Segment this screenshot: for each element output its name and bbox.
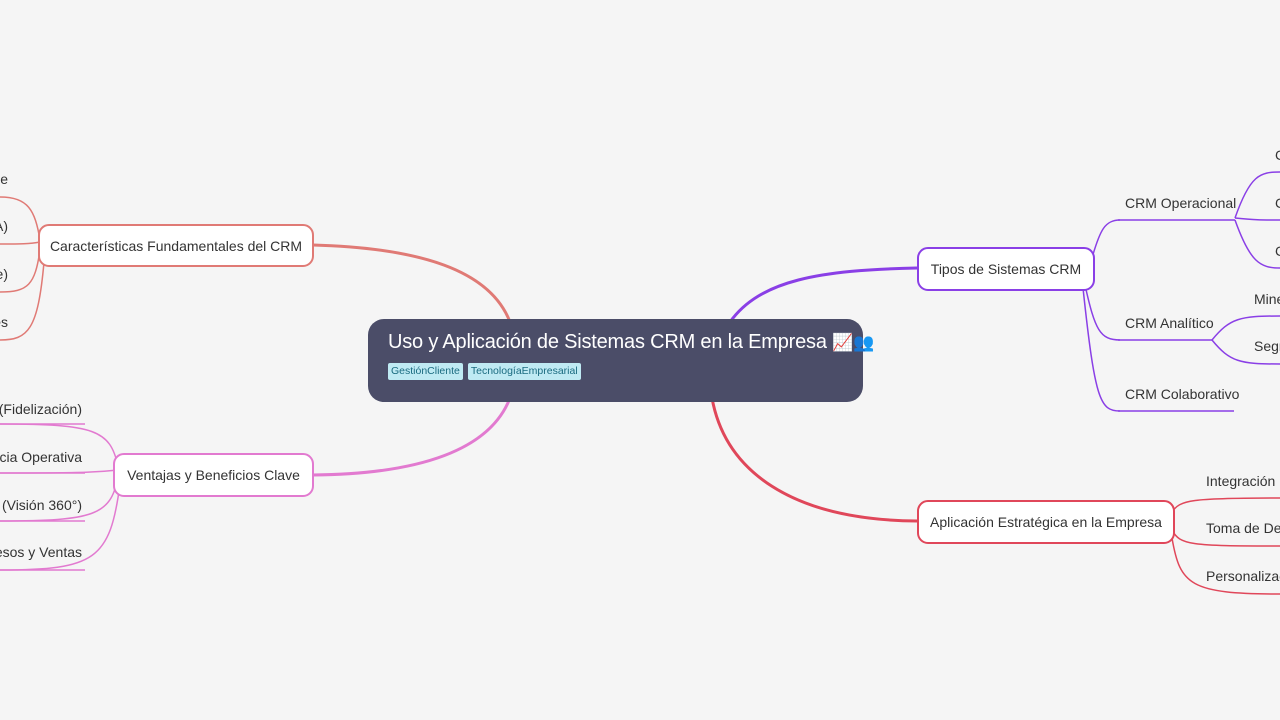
leaf-ventajas-1[interactable]: (Fidelización) — [0, 401, 82, 417]
leaf-aplicacion-2[interactable]: Toma de Dec — [1206, 520, 1280, 536]
chart-people-emoji-icon: 📈👥 — [832, 333, 875, 352]
node-ventajas-beneficios[interactable]: Ventajas y Beneficios Clave — [113, 453, 314, 497]
leaf-operacional-2[interactable]: C — [1275, 194, 1280, 212]
link-tip-operacional — [1091, 219, 1121, 259]
link-tip-analitico — [1084, 284, 1121, 341]
leaf-analitico-1[interactable]: Mine — [1254, 291, 1280, 307]
tag-tecnologiaempresarial[interactable]: TecnologíaEmpresarial — [467, 363, 581, 380]
leaf-ventajas-4[interactable]: resos y Ventas — [0, 544, 82, 560]
tag-list: GestiónCliente TecnologíaEmpresarial — [388, 363, 843, 380]
link-root-aplicacion — [710, 397, 918, 523]
link-op-1 — [1234, 171, 1280, 219]
link-op-2 — [1234, 217, 1280, 221]
link-an-1 — [1211, 315, 1280, 341]
leaf-caracteristicas-4[interactable]: es — [0, 314, 8, 330]
leaf-ventajas-3[interactable]: e (Visión 360°) — [0, 497, 82, 513]
link-op-3 — [1234, 219, 1280, 269]
link-apl-3 — [1171, 537, 1280, 595]
root-node[interactable]: Uso y Aplicación de Sistemas CRM en la E… — [368, 319, 874, 402]
leaf-crm-analitico[interactable]: CRM Analítico — [1125, 315, 1214, 331]
tag-gestioncliente[interactable]: GestiónCliente — [388, 363, 463, 380]
leaf-caracteristicas-1[interactable]: e — [0, 171, 8, 187]
node-label: Ventajas y Beneficios Clave — [127, 467, 300, 483]
leaf-ventajas-2[interactable]: ncia Operativa — [0, 449, 82, 465]
link-apl-1 — [1171, 497, 1280, 513]
leaf-operacional-1[interactable]: C — [1275, 146, 1280, 164]
link-root-tipos — [728, 266, 918, 323]
leaf-crm-operacional[interactable]: CRM Operacional — [1125, 195, 1237, 211]
link-an-2 — [1211, 339, 1280, 365]
link-root-ventajas — [312, 397, 512, 477]
leaf-aplicacion-1[interactable]: Integración I — [1206, 473, 1280, 489]
node-caracteristicas-fundamentales[interactable]: Características Fundamentales del CRM — [38, 224, 314, 267]
link-car-4 — [0, 261, 45, 341]
leaf-caracteristicas-3[interactable]: e) — [0, 266, 8, 282]
node-label: Tipos de Sistemas CRM — [930, 261, 1082, 277]
link-car-2 — [0, 241, 41, 245]
link-root-caracteristicas — [312, 243, 512, 323]
node-tipos-sistemas-crm[interactable]: Tipos de Sistemas CRM — [917, 247, 1095, 291]
leaf-caracteristicas-2[interactable]: A) — [0, 218, 8, 234]
node-aplicacion-estrategica[interactable]: Aplicación Estratégica en la Empresa — [917, 500, 1175, 544]
link-tip-colaborativo — [1082, 287, 1121, 412]
root-title: Uso y Aplicación de Sistemas CRM en la E… — [388, 331, 874, 354]
leaf-operacional-3[interactable]: C — [1275, 242, 1280, 260]
root-title-text: Uso y Aplicación de Sistemas CRM en la E… — [388, 331, 827, 353]
node-label: Características Fundamentales del CRM — [49, 237, 303, 254]
node-label: Aplicación Estratégica en la Empresa — [930, 514, 1162, 530]
leaf-crm-colaborativo[interactable]: CRM Colaborativo — [1125, 386, 1240, 402]
leaf-analitico-2[interactable]: Segr — [1254, 338, 1280, 354]
leaf-aplicacion-3[interactable]: Personalizac — [1206, 568, 1280, 584]
